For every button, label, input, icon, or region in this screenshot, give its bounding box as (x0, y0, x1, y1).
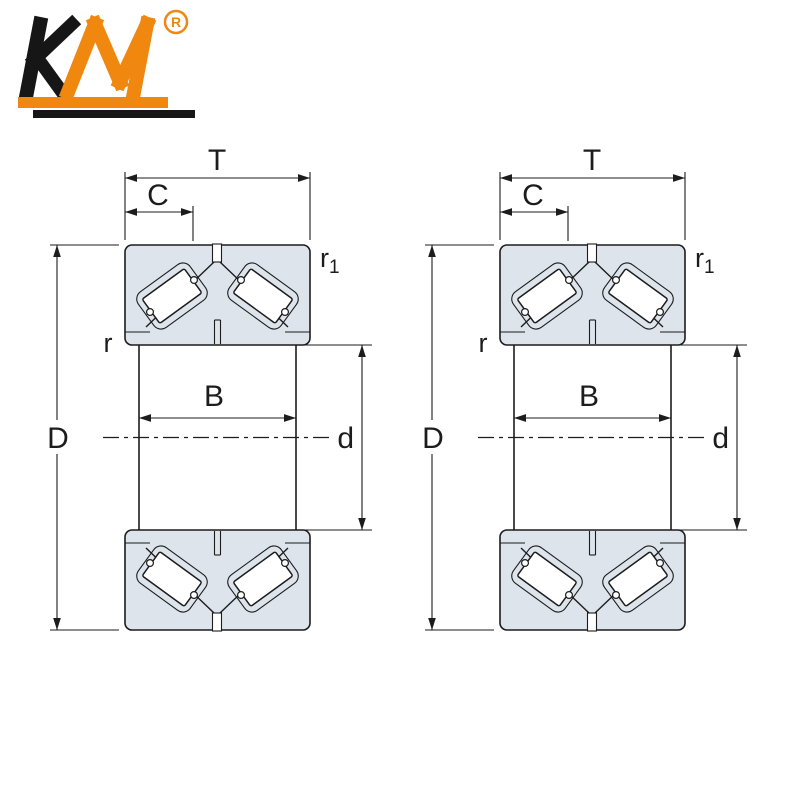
logo-m-stroke (125, 15, 156, 101)
logo-km-mark (18, 14, 157, 102)
logo-m-stroke (58, 14, 105, 102)
registered-circle (163, 9, 189, 35)
brand-logo: R (18, 9, 195, 118)
bearing-diagram-right (418, 144, 747, 631)
logo-bar-black (33, 110, 195, 118)
logo-m-stroke (85, 14, 130, 92)
logo-k-leg (26, 46, 72, 102)
logo-bar-orange (18, 97, 168, 108)
registered-trademark-icon: R (163, 9, 189, 35)
bearing-diagram-left (43, 144, 372, 631)
registered-letter: R (171, 14, 181, 30)
